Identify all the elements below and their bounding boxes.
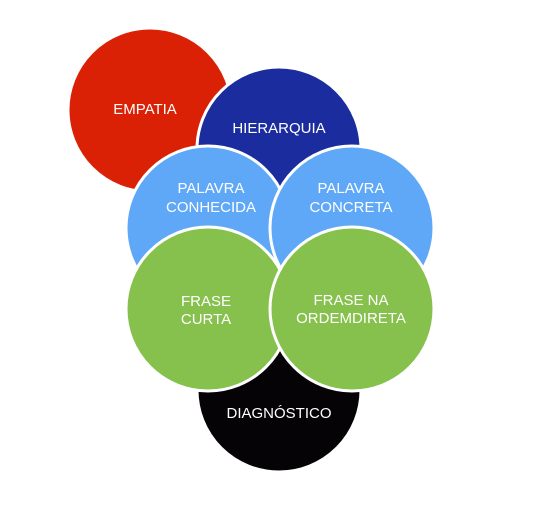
label-hierarquia: HIERARQUIA: [232, 120, 325, 137]
label-palavra-concreta-line2: CONCRETA: [309, 199, 392, 216]
label-frase-ordem-direta-line2: ORDEMDIRETA: [296, 310, 406, 327]
label-palavra-concreta-line1: PALAVRA: [318, 180, 385, 197]
label-palavra-conhecida-line1: PALAVRA: [178, 180, 245, 197]
label-frase-curta-line1: FRASE: [181, 293, 231, 310]
label-diagnostico: DIAGNÓSTICO: [226, 405, 331, 422]
label-palavra-conhecida-line2: CONHECIDA: [166, 199, 256, 216]
label-frase-curta-line2: CURTA: [181, 311, 231, 328]
circle-frase-ordem-direta: [268, 225, 436, 393]
label-empatia: EMPATIA: [113, 101, 177, 118]
label-frase-ordem-direta-line1: FRASE NA: [313, 292, 388, 309]
